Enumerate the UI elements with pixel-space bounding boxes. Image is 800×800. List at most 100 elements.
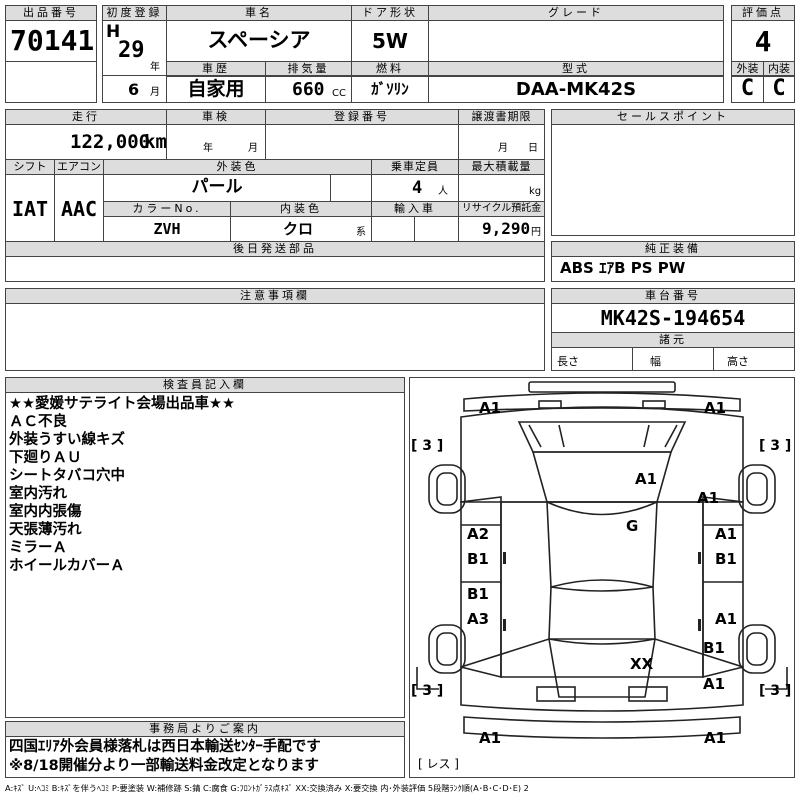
max-load-label: 最大積載量 (458, 159, 545, 175)
car-diagram (416, 381, 788, 739)
note-line: 室内汚れ (9, 486, 67, 502)
inspection-year-unit: 年 (203, 143, 213, 154)
exterior-grade-label: 外装 (731, 61, 764, 77)
office-notice-line: 四国ｴﾘｱ外会員様落札は西日本輸送ｾﾝﾀｰ手配です (9, 739, 321, 755)
car-name-label: 車名 (166, 5, 352, 21)
registration-number-cell (265, 124, 459, 160)
interior-color-label: 内装色 (230, 201, 372, 217)
era: H (106, 22, 121, 42)
inspector-notes: ★★愛媛サテライト会場出品車★★ ＡＣ不良 外装うすい線キズ 下廻りＡＵ シート… (9, 395, 401, 575)
damage-diagram-frame (409, 377, 795, 778)
mark-rating-rear-right: [ 3 ] (759, 683, 792, 699)
mark-left-front-door-1: A2 (467, 525, 490, 543)
registration-year: 29 (118, 38, 145, 63)
interior-color: クロ (283, 220, 314, 238)
note-line: シートタバコ穴中 (9, 468, 125, 484)
model-code: DAA-MK42S (515, 79, 637, 100)
lot-number: 70141 (10, 24, 95, 57)
month-unit: 月 (150, 87, 160, 98)
interior-color-suffix: 系 (356, 227, 366, 238)
standard-equipment-label: 純正装備 (551, 241, 795, 257)
shift-label: シフト (5, 159, 55, 175)
score: 4 (754, 25, 772, 58)
caution-cell (5, 303, 545, 371)
exterior-color-label: 外装色 (103, 159, 372, 175)
transfer-deadline-label: 譲渡書期限 (458, 109, 545, 125)
standard-equipment-cell (551, 256, 795, 282)
later-parts-cell (5, 256, 545, 282)
import-cell-2 (414, 216, 459, 242)
mark-right-front-fender: A1 (697, 489, 720, 507)
shift: IAT (11, 197, 49, 221)
exterior-color-extra-cell (330, 174, 372, 202)
displacement-label: 排気量 (265, 61, 352, 77)
fuel: ｶﾞｿﾘﾝ (371, 80, 409, 98)
mark-windshield: G (626, 517, 639, 535)
displacement: 660 (292, 79, 325, 100)
import-label: 輸入車 (371, 201, 459, 217)
mark-right-rear-door: A1 (715, 610, 738, 628)
max-load-unit: kg (529, 186, 542, 197)
year-unit: 年 (150, 62, 160, 73)
transfer-month-unit: 月 (498, 143, 508, 154)
mark-rating-front-right: [ 3 ] (759, 438, 792, 454)
chassis-number-label: 車台番号 (551, 288, 795, 304)
transfer-day-unit: 日 (528, 143, 538, 154)
mark-right-front-door-1: A1 (715, 525, 738, 543)
cc-unit: CC (332, 88, 346, 99)
mileage-unit: km (144, 131, 167, 153)
sales-points-label: セールスポイント (551, 109, 795, 125)
capacity: 4 (412, 178, 423, 198)
office-notice-cell (5, 736, 405, 778)
mileage: 122,000 (70, 131, 151, 153)
chassis-number: MK42S-194654 (600, 306, 746, 330)
height-cell (713, 347, 795, 371)
model-cell (428, 75, 724, 103)
capacity-unit: 人 (438, 186, 448, 197)
grade-label: グレード (428, 5, 724, 21)
lot-number-label: 出品番号 (5, 5, 97, 21)
mark-spare-tire: [ レス ] (418, 757, 459, 771)
mark-right-rear-fender-2: A1 (703, 675, 726, 693)
door-label: ドア形状 (351, 5, 429, 21)
mark-front-bumper-left: A1 (479, 399, 502, 417)
aircon: AAC (60, 197, 98, 221)
specs-label: 諸元 (551, 332, 795, 348)
height-label: 高さ (727, 355, 749, 368)
mark-right-rear-fender-1: B1 (703, 639, 725, 657)
door-type: 5W (372, 29, 408, 53)
inspector-notes-label: 検査員記入欄 (5, 377, 405, 393)
caution-label: 注意事項欄 (5, 288, 545, 304)
history-label: 車歴 (166, 61, 266, 77)
interior-grade: C (772, 76, 786, 101)
header-spacer-cell (5, 61, 97, 103)
score-label: 評価点 (731, 5, 795, 21)
note-line: 外装うすい線キズ (9, 432, 125, 448)
mark-front-bumper-right: A1 (704, 399, 727, 417)
mark-rear-bumper-left: A1 (479, 729, 502, 747)
width-label: 幅 (650, 355, 661, 368)
inspector-notes-cell (5, 392, 405, 718)
note-line: 天張薄汚れ (9, 522, 82, 538)
mark-left-rear-door-1: B1 (467, 585, 489, 603)
note-line: 下廻りＡＵ (9, 450, 82, 466)
recycle-fee-unit: 円 (531, 227, 541, 238)
office-notice-label: 事務局よりご案内 (5, 721, 405, 737)
note-line: ホイールカバーＡ (9, 558, 125, 574)
registration-month: 6 (128, 80, 140, 99)
mark-rating-front-left: [ 3 ] (411, 438, 444, 454)
inspection-cell (166, 124, 266, 160)
interior-grade-label: 内装 (763, 61, 795, 77)
history: 自家用 (187, 78, 245, 100)
first-registration-label: 初度登録 (102, 5, 167, 21)
standard-equipment: ABS ｴｱB PS PW (560, 259, 686, 277)
mark-left-front-door-2: B1 (467, 550, 489, 568)
mileage-label: 走行 (5, 109, 167, 125)
mark-right-front-door-2: B1 (715, 550, 737, 568)
recycle-fee-label: リサイクル預託金 (458, 201, 545, 217)
mark-rear-gate: XX (630, 655, 654, 673)
later-parts-label: 後日発送部品 (5, 241, 545, 257)
registration-number-label: 登録番号 (265, 109, 459, 125)
interior-grade-cell (763, 75, 795, 103)
grade-cell (428, 20, 724, 62)
